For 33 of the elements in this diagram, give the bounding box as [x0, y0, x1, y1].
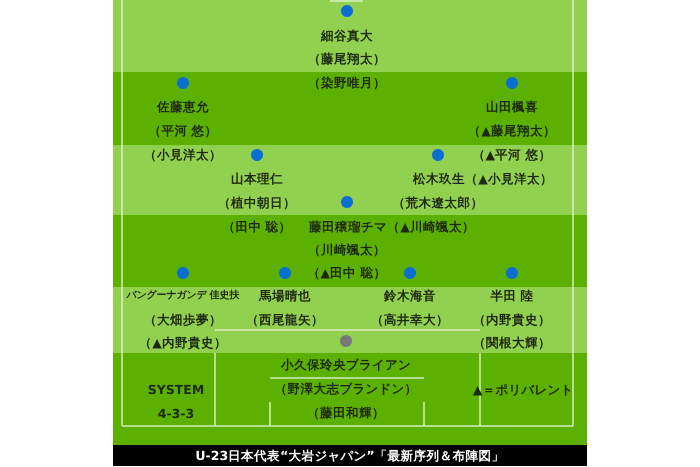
player-name: 細谷真大 [321, 28, 373, 44]
substitute-name: （▲田中 聡） [308, 265, 386, 281]
formation-label: 4-3-3 [158, 406, 194, 422]
substitute-name: （荒木遼太郎） [392, 195, 484, 211]
player-name: 山本理仁 [231, 171, 283, 187]
substitute-name: （小見洋太） [144, 147, 222, 163]
formation-label: SYSTEM [148, 382, 204, 398]
substitute-name: （大畑歩夢） [144, 312, 222, 328]
substitute-name: （藤田和輝） [307, 405, 385, 421]
substitute-name: （西尾龍矢） [246, 312, 324, 328]
substitute-name: （藤尾翔太） [308, 51, 386, 67]
substitute-name: （平河 悠） [148, 123, 218, 139]
substitute-name: （田中 聡） [222, 219, 292, 235]
substitute-name: （野澤大志ブランドン） [274, 381, 418, 397]
player-name: 馬場晴也 [259, 288, 311, 304]
player-name: バングーナガンデ 佳史扶 [126, 288, 240, 303]
player-name: 小久保玲央ブライアン [281, 357, 411, 373]
substitute-name: （染野唯月） [308, 75, 386, 91]
substitute-name: （内野貴史） [473, 312, 551, 328]
substitute-name: （関根大輝） [473, 335, 551, 351]
player-name: 松木玖生（▲小見洋太） [413, 171, 553, 187]
player-name: 鈴木海音 [384, 288, 436, 304]
substitute-name: （▲平河 悠） [472, 147, 552, 163]
caption-bar: U-23日本代表“大岩ジャパン”「最新序列＆布陣図」 [113, 445, 587, 466]
substitute-name: （川崎颯太） [308, 242, 386, 258]
player-name: 藤田穣瑠チマ（▲川崎颯太） [309, 219, 475, 235]
player-name: 佐藤恵允 [157, 99, 209, 115]
substitute-name: （▲藤尾翔太） [468, 123, 556, 139]
substitute-name: （高井幸大） [371, 312, 449, 328]
player-name: 半田 陸 [490, 288, 534, 304]
substitute-name: （植中朝日） [218, 195, 296, 211]
substitute-name: （▲内野貴史） [139, 335, 227, 351]
player-name: 山田楓喜 [486, 99, 538, 115]
